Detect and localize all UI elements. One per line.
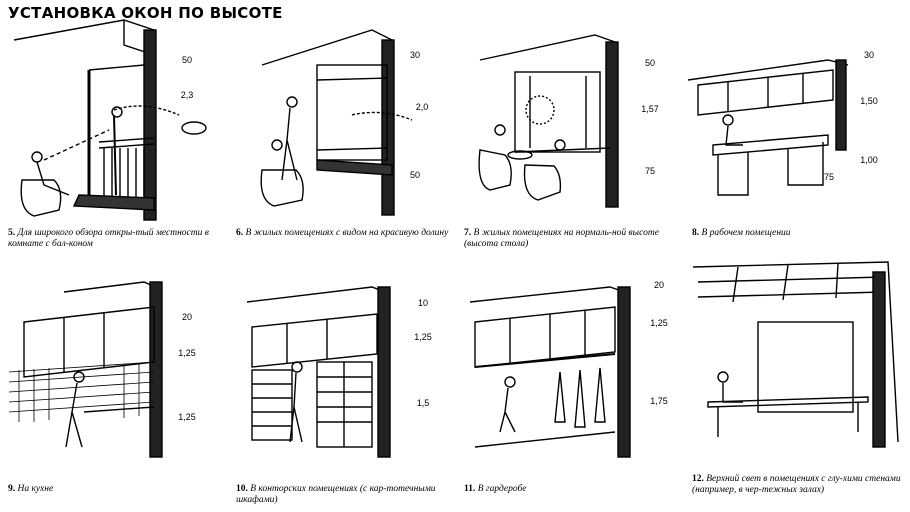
dim-label: 2,0: [415, 102, 429, 112]
dim-label: 10: [417, 298, 428, 308]
panel-7: 50 1,57 75 7. В жилых помещениях на норм…: [460, 20, 682, 270]
dim-label: 1,75: [650, 396, 668, 406]
dim-label: 75: [823, 172, 834, 182]
caption: 9. На кухне: [8, 484, 54, 494]
dim-label: 1,00: [860, 155, 878, 165]
illustration-balcony: [13, 19, 207, 221]
dim-label: 1,25: [178, 348, 196, 358]
dim-label: 30: [863, 50, 874, 60]
dim-label: 50: [644, 58, 655, 68]
dim-label: 75: [644, 166, 655, 176]
panel-9: 20 1,25 1,25 9. На кухне: [4, 262, 226, 512]
panel-11: 20 1,25 1,75 11. В гардеробе: [460, 262, 682, 512]
dim-label: 1,25: [178, 412, 196, 422]
illustration-wardrobe: [469, 286, 631, 458]
dim-label: 30: [409, 50, 420, 60]
dim-label: 50: [409, 170, 420, 180]
dim-label: 1,25: [414, 332, 432, 342]
panel-10: 10 1,25 1,5 10. В конторских помещениях …: [232, 262, 454, 512]
dim-label: 20: [181, 312, 192, 322]
illustration-workroom: [687, 59, 849, 196]
illustration-valley-view: [260, 29, 413, 216]
dim-label: 50: [181, 55, 192, 65]
caption: 11. В гардеробе: [464, 484, 527, 494]
caption: 10. В конторских помещениях (с кар-тотеч…: [236, 484, 436, 505]
caption: 7. В жилых помещениях на нормаль-ной выс…: [464, 228, 659, 249]
dim-label: 1,50: [860, 96, 878, 106]
dim-label: 1,57: [641, 104, 659, 114]
caption: 5. Для широкого обзора откры-тый местнос…: [8, 228, 209, 249]
panel-6: 30 2,0 50 6. В жилых помещениях с видом …: [232, 20, 454, 270]
panel-8: 30 1,50 1,00 75 8. В рабочем помещении: [687, 20, 910, 270]
dim-label: 20: [653, 280, 664, 290]
panel-12: 12. Верхний свет в помещениях с глу-хими…: [688, 261, 910, 512]
illustration-office-cabinets: [246, 286, 391, 458]
illustration-table-height: [478, 34, 619, 208]
dim-label: 1,5: [416, 398, 430, 408]
caption: 8. В рабочем помещении: [692, 228, 791, 238]
illustration-kitchen: [8, 281, 163, 458]
dim-label: 1,25: [650, 318, 668, 328]
illustration-skylight: [692, 261, 899, 448]
panel-5: 50 2,3 5. Для широкого обзора откры-тый …: [4, 19, 226, 270]
caption: 6. В жилых помещениях с видом на красиву…: [236, 228, 449, 238]
page-title: УСТАНОВКА ОКОН ПО ВЫСОТЕ: [8, 4, 283, 22]
dim-label: 2,3: [180, 90, 194, 100]
caption: 12. Верхний свет в помещениях с глу-хими…: [692, 474, 901, 495]
